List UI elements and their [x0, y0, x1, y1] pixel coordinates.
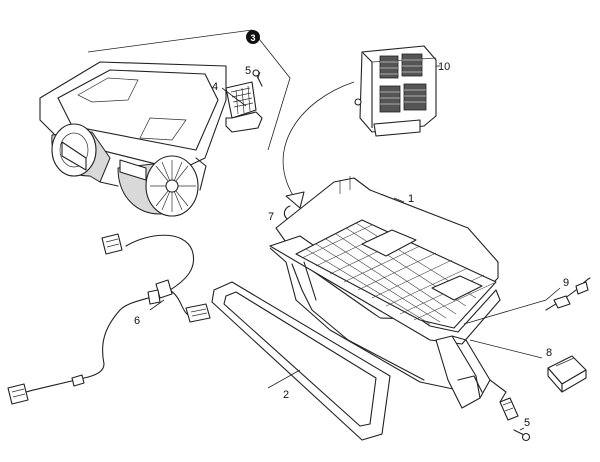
- reference-lines: [87, 29, 291, 151]
- callout-screw-bottom: 5: [524, 417, 530, 429]
- callout-glovebox-housing: 1: [408, 193, 414, 205]
- control-module: [354, 45, 437, 137]
- callout-labels: 5 4 10 7 1 6 2 9 8 5: [134, 61, 569, 429]
- wiring-harness: [7, 233, 211, 405]
- screw-bottom: [513, 429, 531, 442]
- install-arrow: [282, 81, 355, 209]
- callout-bracket: 8: [546, 347, 552, 359]
- callout-control-module: 10: [438, 61, 450, 73]
- seal-frame: [211, 281, 391, 441]
- callout-resistor: 4: [212, 81, 218, 93]
- callout-wiring-harness: 6: [134, 315, 140, 327]
- callout-clip: 7: [268, 211, 274, 223]
- leader-lines: [149, 65, 561, 431]
- bracket: [547, 355, 587, 393]
- callout-screw-top: 5: [245, 65, 251, 77]
- callout-seal-frame: 2: [283, 389, 289, 401]
- blower-resistor: [225, 81, 263, 133]
- blower-housing: [39, 61, 227, 217]
- glovebox-housing: [269, 176, 507, 409]
- callout-cable: 9: [563, 277, 569, 289]
- blower-ref-marker: 3: [246, 30, 260, 44]
- latch: [499, 397, 519, 421]
- blower-ref-number: 3: [250, 33, 255, 43]
- cable: [545, 277, 591, 311]
- screw-top: [252, 69, 263, 87]
